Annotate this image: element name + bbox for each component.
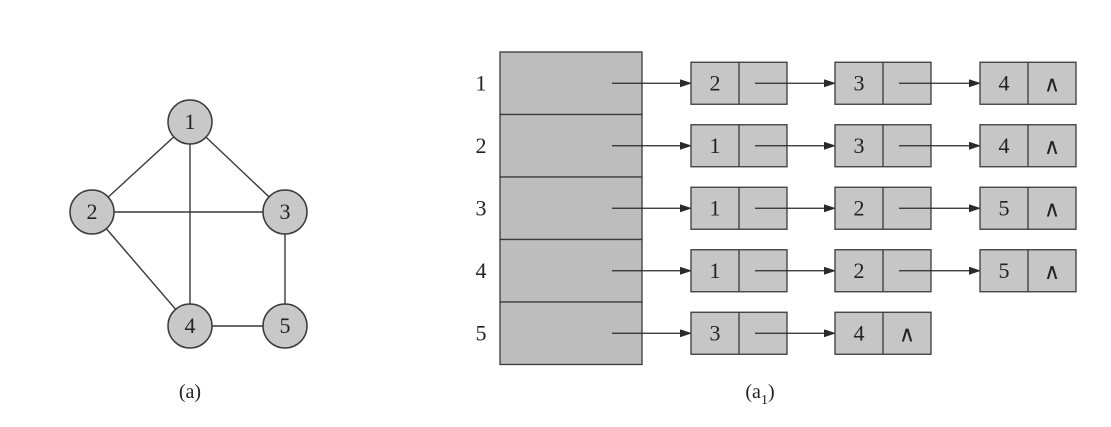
head-cell	[499, 176, 643, 241]
list-node-vertex: 2	[854, 258, 865, 283]
list-node: 2	[834, 249, 981, 293]
list-node: 2	[834, 186, 981, 230]
list-node: 4∧	[979, 61, 1077, 105]
null-pointer: ∧	[899, 321, 915, 346]
graph-edge-2-4	[91, 211, 191, 327]
graph-vertex-label: 1	[185, 109, 196, 134]
list-node-vertex: 3	[854, 70, 865, 95]
list-node: 2	[690, 61, 836, 105]
graph-vertex-label: 3	[280, 199, 291, 224]
list-node-vertex: 4	[999, 70, 1010, 95]
vertex-index-label: 4	[476, 258, 487, 283]
graph-vertex-3: 3	[262, 189, 308, 235]
list-node-vertex: 1	[710, 258, 721, 283]
graph-nodes: 1 2 3 4 5	[69, 99, 308, 349]
list-node: 3	[690, 311, 836, 355]
list-node-vertex: 1	[710, 133, 721, 158]
null-pointer: ∧	[1044, 259, 1060, 284]
list-node: 5∧	[979, 186, 1077, 230]
graph-vertex-2: 2	[69, 189, 115, 235]
list-node-vertex: 5	[999, 195, 1010, 220]
graph-vertex-circle	[167, 99, 213, 145]
adjacency-caption: (a1)	[745, 381, 774, 408]
list-node: 1	[690, 186, 836, 230]
vertex-index-label: 5	[476, 320, 487, 345]
list-node-vertex: 5	[999, 258, 1010, 283]
graph-vertex-label: 2	[87, 199, 98, 224]
list-node-vertex: 1	[710, 195, 721, 220]
null-pointer: ∧	[1044, 134, 1060, 159]
list-node-vertex: 4	[999, 133, 1010, 158]
adjacency-row-3: 3	[476, 176, 643, 241]
list-node: 3	[834, 124, 981, 168]
graph-vertex-circle	[69, 189, 115, 235]
list-node-vertex: 2	[854, 195, 865, 220]
graph-vertex-label: 4	[185, 313, 196, 338]
list-node-vertex: 3	[854, 133, 865, 158]
list-node: 1	[690, 249, 836, 293]
list-node: 4∧	[834, 311, 932, 355]
graph-edges	[91, 121, 286, 327]
graph-vertex-circle	[167, 303, 213, 349]
null-pointer: ∧	[1044, 196, 1060, 221]
vertex-index-label: 3	[476, 195, 487, 220]
list-node-vertex: 3	[710, 320, 721, 345]
graph-vertex-4: 4	[167, 303, 213, 349]
list-node: 3	[834, 61, 981, 105]
vertex-index-label: 2	[476, 133, 487, 158]
graph-vertex-1: 1	[167, 99, 213, 145]
list-node: 4∧	[979, 124, 1077, 168]
graph-vertex-label: 5	[280, 313, 291, 338]
graph-vertex-circle	[262, 303, 308, 349]
null-pointer: ∧	[1044, 71, 1060, 96]
list-node-vertex: 2	[710, 70, 721, 95]
list-node: 1	[690, 124, 836, 168]
list-node-vertex: 4	[854, 320, 865, 345]
vertex-index-label: 1	[476, 70, 487, 95]
graph-caption: (a)	[179, 381, 201, 403]
graph-vertex-5: 5	[262, 303, 308, 349]
list-node: 5∧	[979, 249, 1077, 293]
graph-vertex-circle	[262, 189, 308, 235]
